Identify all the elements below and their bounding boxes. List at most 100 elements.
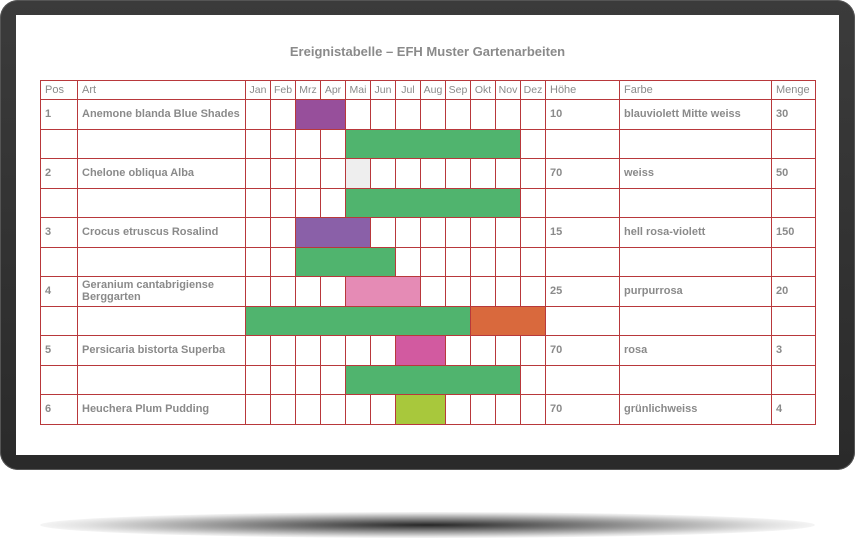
month-cell [270,128,296,159]
activity-row [40,305,816,336]
month-cell [470,394,496,425]
table-header-row: Pos Art Jan Feb Mrz Apr Mai Jun Jul Aug … [40,80,816,100]
header-farbe: Farbe [619,80,772,100]
month-cell [445,276,471,307]
month-cell [395,99,421,130]
bloom-bar [345,276,421,307]
month-cell [495,217,521,248]
bloom-bar [295,217,371,248]
cell-hoehe: 70 [545,335,620,366]
header-month: Apr [320,80,346,100]
month-cell [270,276,296,307]
month-cell [245,246,271,277]
monitor-frame: Ereignistabelle – EFH Muster Gartenarbei… [0,0,855,470]
cell-farbe: rosa [619,335,772,366]
month-cell [420,158,446,189]
header-month: Jul [395,80,421,100]
month-cell [295,187,321,218]
header-month: Okt [470,80,496,100]
activity-bar [245,305,471,336]
month-cell [520,246,546,277]
cell-art: Heuchera Plum Pudding [77,394,246,425]
cell-menge: 4 [771,394,816,425]
header-art: Art [77,80,246,100]
event-table: Pos Art Jan Feb Mrz Apr Mai Jun Jul Aug … [40,80,816,425]
month-cell [320,158,346,189]
month-cell [520,364,546,395]
header-month: Dez [520,80,546,100]
bloom-bar [395,335,446,366]
month-cell [420,99,446,130]
month-cell [420,217,446,248]
month-cell [345,394,371,425]
month-cell [270,217,296,248]
cell-empty [619,305,772,336]
month-cell [245,187,271,218]
cell-hoehe: 70 [545,394,620,425]
cell-farbe: blauviolett Mitte weiss [619,99,772,130]
header-month: Mai [345,80,371,100]
header-month: Jun [370,80,396,100]
month-cell [270,187,296,218]
month-cell [270,394,296,425]
month-cell [520,128,546,159]
activity-bar [345,187,521,218]
month-cell [395,158,421,189]
cell-farbe: weiss [619,158,772,189]
month-cell [320,276,346,307]
activity-row [40,128,816,159]
cell-menge: 50 [771,158,816,189]
month-cell [295,128,321,159]
cell-empty [771,187,816,218]
month-cell [470,276,496,307]
month-cell [445,217,471,248]
cell-empty [619,187,772,218]
cell-pos: 1 [40,99,78,130]
month-cell [370,394,396,425]
month-cell [295,364,321,395]
cell-pos: 6 [40,394,78,425]
activity-bar [470,305,546,336]
cell-empty [545,187,620,218]
cell-art: Crocus etruscus Rosalind [77,217,246,248]
month-cell [445,394,471,425]
activity-bar [295,246,396,277]
month-cell [320,335,346,366]
cell-menge: 150 [771,217,816,248]
month-cell [420,246,446,277]
activity-bar [345,364,521,395]
cell-empty [40,187,78,218]
cell-empty [771,305,816,336]
month-cell [520,158,546,189]
month-cell [445,99,471,130]
cell-hoehe: 70 [545,158,620,189]
cell-hoehe: 10 [545,99,620,130]
activity-bar [345,128,521,159]
cell-menge: 3 [771,335,816,366]
month-cell [295,158,321,189]
month-cell [520,99,546,130]
cell-art: Geranium cantabrigiense Berggarten [77,276,246,307]
cell-farbe: hell rosa-violett [619,217,772,248]
month-cell [270,335,296,366]
month-cell [470,99,496,130]
cell-empty [619,128,772,159]
month-cell [520,276,546,307]
month-cell [295,276,321,307]
header-month: Aug [420,80,446,100]
month-cell [245,335,271,366]
cell-pos: 5 [40,335,78,366]
month-cell [495,394,521,425]
cell-pos: 4 [40,276,78,307]
cell-farbe: grünlichweiss [619,394,772,425]
month-cell [295,335,321,366]
cell-empty [40,128,78,159]
header-month: Mrz [295,80,321,100]
header-month: Sep [445,80,471,100]
month-cell [420,276,446,307]
month-cell [520,217,546,248]
